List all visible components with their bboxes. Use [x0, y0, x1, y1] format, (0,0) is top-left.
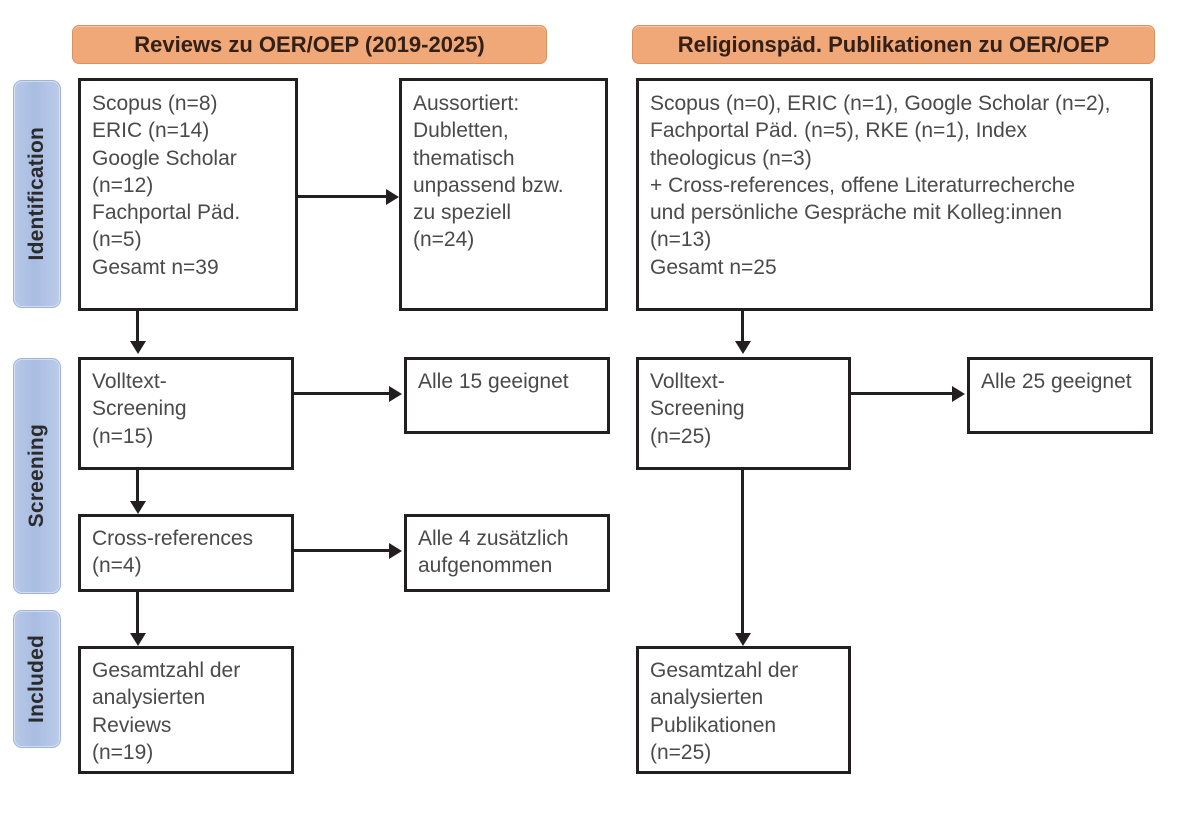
box-left-fulltext-screening: Volltext- Screening (n=15) [78, 357, 294, 470]
connector-left-sources-to-fulltext [136, 311, 139, 344]
box-left-included: Gesamtzahl der analysierten Reviews (n=1… [78, 646, 294, 774]
box-left-fulltext-result-text: Alle 15 geeignet [418, 370, 569, 393]
stage-tab-included-label: Included [25, 635, 48, 723]
box-left-included-text: Gesamtzahl der analysierten Reviews (n=1… [92, 659, 241, 764]
column-header-left: Reviews zu OER/OEP (2019-2025) [72, 25, 547, 64]
box-right-fulltext-screening-text: Volltext- Screening (n=25) [650, 370, 745, 448]
box-left-fulltext-result: Alle 15 geeignet [404, 357, 610, 434]
box-right-fulltext-result: Alle 25 geeignet [967, 357, 1153, 434]
arrowhead-right-fulltext-to-included [734, 633, 751, 646]
box-right-sources-text: Scopus (n=0), ERIC (n=1), Google Scholar… [650, 92, 1111, 279]
arrowhead-left-sources-to-fulltext [129, 341, 146, 354]
box-right-included-text: Gesamtzahl der analysierten Publikatione… [650, 659, 799, 764]
box-right-fulltext-result-text: Alle 25 geeignet [981, 370, 1132, 393]
connector-left-crossrefs-to-included [136, 592, 139, 636]
box-left-crossrefs: Cross-references (n=4) [78, 514, 294, 592]
connector-left-crossrefs-to-result [294, 549, 391, 552]
connector-right-fulltext-to-result [851, 392, 954, 395]
arrowhead-left-fulltext-to-result [389, 385, 402, 402]
arrowhead-left-sources-to-excluded [386, 188, 399, 205]
connector-left-sources-to-excluded [298, 195, 388, 198]
stage-tab-identification-label: Identification [25, 127, 48, 261]
connector-left-fulltext-to-result [294, 392, 391, 395]
box-right-sources: Scopus (n=0), ERIC (n=1), Google Scholar… [636, 78, 1153, 311]
arrowhead-right-sources-to-fulltext [734, 341, 751, 354]
stage-tab-screening-label: Screening [25, 424, 48, 528]
connector-left-fulltext-to-crossrefs [136, 470, 139, 504]
arrowhead-right-fulltext-to-result [952, 385, 965, 402]
box-left-crossrefs-text: Cross-references (n=4) [92, 527, 254, 578]
stage-tab-screening: Screening [13, 358, 61, 594]
box-left-fulltext-screening-text: Volltext- Screening (n=15) [92, 370, 187, 448]
connector-right-fulltext-to-included [741, 470, 744, 636]
box-left-crossrefs-result-text: Alle 4 zusätzlich aufgenommen [418, 527, 569, 578]
connector-right-sources-to-fulltext [741, 311, 744, 344]
stage-tab-identification: Identification [13, 80, 61, 308]
arrowhead-left-crossrefs-to-included [129, 633, 146, 646]
box-right-fulltext-screening: Volltext- Screening (n=25) [636, 357, 851, 470]
box-right-included: Gesamtzahl der analysierten Publikatione… [636, 646, 851, 774]
column-header-right: Religionspäd. Publikationen zu OER/OEP [632, 25, 1155, 64]
arrowhead-left-crossrefs-to-result [389, 542, 402, 559]
box-left-excluded: Aussortiert: Dubletten, thematisch unpas… [399, 78, 608, 311]
column-header-left-label: Reviews zu OER/OEP (2019-2025) [134, 31, 485, 57]
box-left-crossrefs-result: Alle 4 zusätzlich aufgenommen [404, 514, 610, 592]
box-left-excluded-text: Aussortiert: Dubletten, thematisch unpas… [413, 92, 564, 252]
stage-tab-included: Included [13, 610, 61, 748]
arrowhead-left-fulltext-to-crossrefs [129, 501, 146, 514]
column-header-right-label: Religionspäd. Publikationen zu OER/OEP [677, 31, 1110, 57]
box-left-sources: Scopus (n=8) ERIC (n=14) Google Scholar … [78, 78, 298, 311]
box-left-sources-text: Scopus (n=8) ERIC (n=14) Google Scholar … [92, 92, 241, 279]
